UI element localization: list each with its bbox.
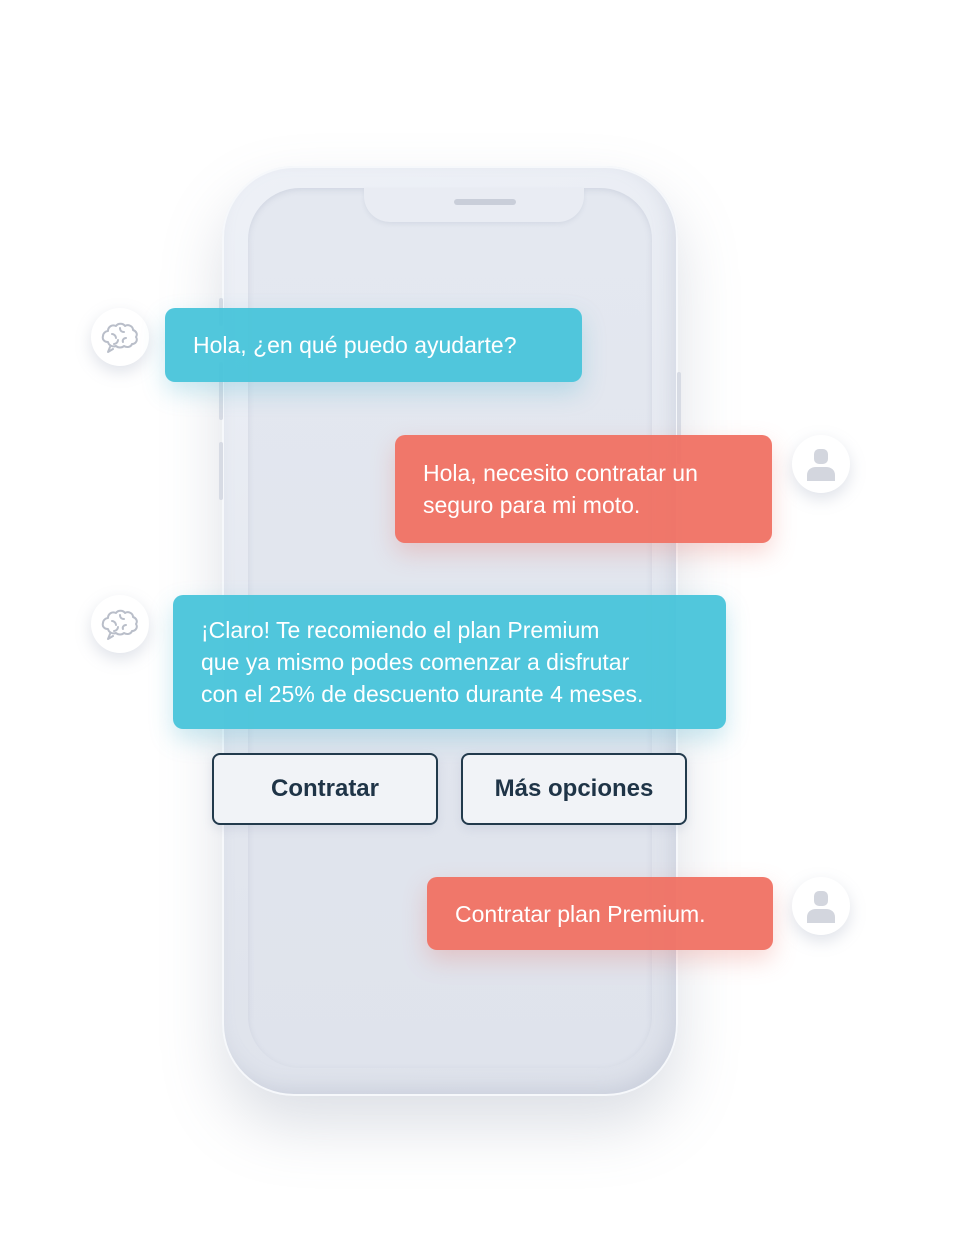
message-text: ¡Claro! Te recomiendo el plan Premium qu… [201,617,644,707]
brain-icon [101,609,138,640]
bot-avatar [91,595,149,653]
user-avatar [792,877,850,935]
message-text: Hola, necesito contratar un seguro para … [423,460,698,518]
contratar-button[interactable]: Contratar [212,753,438,825]
phone-volume-down-button [219,442,223,500]
bot-message-recommendation: ¡Claro! Te recomiendo el plan Premium qu… [173,595,726,729]
bot-avatar [91,308,149,366]
user-icon [807,449,835,481]
user-icon [807,891,835,923]
message-text: Contratar plan Premium. [455,900,706,927]
mas-opciones-button[interactable]: Más opciones [461,753,687,825]
phone-notch [364,188,584,222]
message-text: Hola, ¿en qué puedo ayudarte? [193,332,517,358]
user-message-request: Hola, necesito contratar un seguro para … [395,435,772,543]
phone-speaker [454,199,516,205]
user-message-confirmation: Contratar plan Premium. [427,877,773,950]
brain-icon [101,322,138,353]
user-avatar [792,435,850,493]
bot-message-greeting: Hola, ¿en qué puedo ayudarte? [165,308,582,382]
phone-volume-up-button [219,362,223,420]
phone-power-button [677,372,681,464]
